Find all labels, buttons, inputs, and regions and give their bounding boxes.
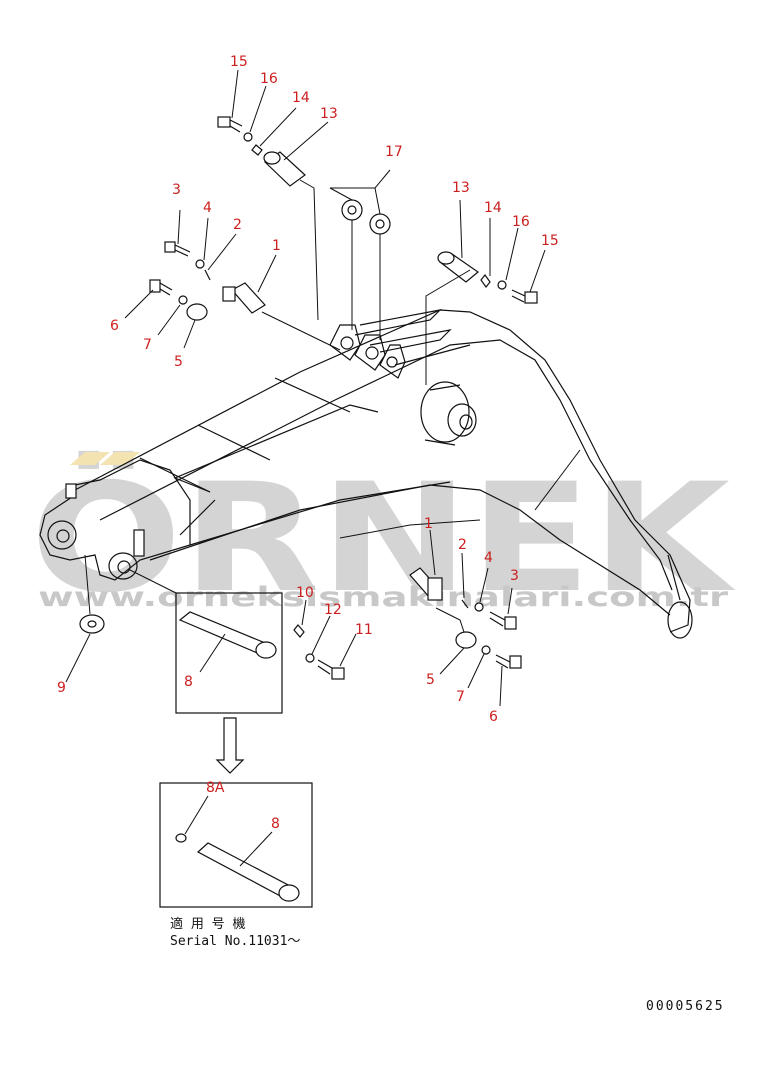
callout-4: 4	[203, 200, 212, 216]
callout-2: 2	[233, 217, 242, 233]
watermark-brand: ÖRNEK	[30, 450, 736, 626]
callout-8-inset: 8	[271, 816, 280, 832]
callout-12: 12	[324, 602, 342, 618]
lock-plate	[133, 529, 145, 557]
callout-8A: 8A	[206, 780, 225, 796]
bolt-3-lower	[489, 611, 517, 630]
watermark-accent	[70, 452, 110, 465]
pin-2-upper	[204, 269, 211, 281]
callout-15: 15	[230, 54, 248, 70]
pin-2-lower	[461, 599, 469, 609]
inset-box	[159, 782, 313, 908]
washer-4-upper	[195, 259, 205, 269]
shim-17	[369, 213, 391, 235]
leader-lines	[65, 69, 581, 867]
callout-5: 5	[174, 354, 183, 370]
callout-16: 16	[260, 71, 278, 87]
pin-14-upper	[251, 144, 263, 156]
pin-14-right	[480, 274, 491, 288]
washer-4-lower	[474, 602, 484, 612]
callout-17: 17	[385, 144, 403, 160]
pin-8	[178, 611, 277, 659]
callout-7: 7	[456, 689, 465, 705]
watermark: ÖRNEK www.orneksismakinalari.com.tr	[30, 450, 736, 626]
pin-13-upper	[263, 151, 306, 187]
pin-13-right	[437, 251, 479, 283]
boom-body	[39, 309, 693, 639]
applicable-label: 適 用 号 機	[170, 916, 245, 932]
serial-label: Serial No.11031～	[170, 934, 300, 949]
boom-top-eye	[667, 601, 693, 639]
lock-plate	[65, 483, 77, 499]
boom-foot-eye	[108, 552, 138, 580]
callout-2: 2	[458, 537, 467, 553]
pin-8-box	[175, 592, 283, 714]
watermark-url: www.orneksismakinalari.com.tr	[38, 582, 729, 613]
bolt-15-upper	[217, 116, 243, 133]
pin-1-lower	[409, 567, 443, 601]
bolt-6-upper	[149, 279, 173, 296]
callout-8: 8	[184, 674, 193, 690]
callout-16: 16	[512, 214, 530, 230]
callout-11: 11	[355, 622, 373, 638]
washer-7-lower	[481, 645, 491, 655]
callout-15: 15	[541, 233, 559, 249]
plate-9	[79, 614, 105, 634]
drawing-number: 00005625	[646, 999, 725, 1014]
pin-10	[293, 624, 305, 638]
callout-1: 1	[272, 238, 281, 254]
callouts: 15 16 14 13 17 3 4 2 1 13 14 16 15 6 7 5…	[57, 54, 559, 832]
callout-1: 1	[424, 516, 433, 532]
bolt-3-upper	[164, 241, 191, 257]
washer-7-upper	[178, 295, 188, 305]
callout-13: 13	[320, 106, 338, 122]
plate-5-upper	[186, 303, 208, 321]
pin-8-inset	[175, 833, 300, 902]
callout-3: 3	[172, 182, 181, 198]
plate-5-lower	[455, 631, 477, 649]
boom-foot-eye	[47, 520, 77, 550]
cylinder-mount	[420, 381, 470, 443]
callout-3: 3	[510, 568, 519, 584]
washer-16-upper	[243, 132, 253, 142]
shim-17	[341, 199, 363, 221]
bolt-15-right	[511, 289, 538, 304]
callout-6: 6	[489, 709, 498, 725]
bolt-6-lower	[495, 654, 522, 669]
parts	[79, 116, 538, 908]
callout-6: 6	[110, 318, 119, 334]
callout-13: 13	[452, 180, 470, 196]
washer-16-right	[497, 280, 507, 290]
callout-9: 9	[57, 680, 66, 696]
watermark-accent	[100, 452, 140, 465]
washer-12	[305, 653, 315, 663]
callout-10: 10	[296, 585, 314, 601]
callout-5: 5	[426, 672, 435, 688]
bolt-11	[317, 659, 345, 680]
down-arrow	[215, 717, 245, 774]
callout-14: 14	[292, 90, 310, 106]
callout-4: 4	[484, 550, 493, 566]
callout-14: 14	[484, 200, 502, 216]
callout-7: 7	[143, 337, 152, 353]
pin-1-upper	[222, 282, 266, 314]
